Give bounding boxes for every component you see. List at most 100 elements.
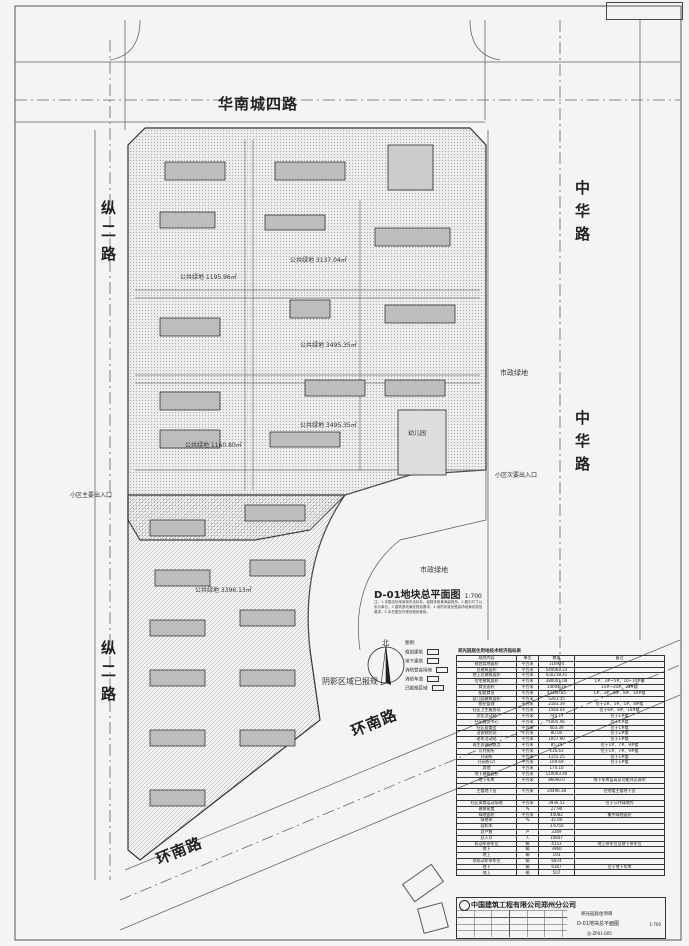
table-cell — [574, 660, 665, 668]
legend-item: 规划建筑 — [405, 648, 448, 658]
entrance-label: 小区主要出入口 — [70, 492, 113, 499]
table-title: 郑光园居住用地技术经济指标表 — [458, 649, 521, 654]
table-cell — [574, 805, 665, 813]
shaded-area-note: 阴影区域已报规 — [322, 677, 378, 686]
table-cell — [574, 852, 665, 859]
table-cell: 位于6#、8#、10#楼 — [574, 707, 665, 714]
table-cell: 地下车库层高及功能详见说明 — [574, 776, 665, 784]
road-label-west-lower: 纵二路 — [99, 640, 117, 709]
kindergarten-building — [397, 409, 447, 476]
table-cell: 辆 — [516, 869, 539, 877]
residential-building — [149, 669, 206, 687]
plan-notes: 注：1.本图坐标采用城市坐标系，高程采用黄海高程系。2.图中尺寸以米为单位。3.… — [374, 600, 483, 614]
legend-swatch-icon — [427, 657, 439, 664]
residential-building — [384, 304, 456, 324]
residential-building — [149, 789, 206, 807]
signature-grid — [457, 910, 567, 937]
table-cell — [574, 794, 665, 801]
table-cell — [574, 857, 665, 865]
legend-swatch-icon — [436, 666, 448, 673]
drawing-number: 总-ZP01-005 — [587, 931, 612, 936]
legend-item: 消防登高场地 — [405, 666, 448, 676]
buildings — [149, 161, 456, 807]
residential-building — [239, 729, 296, 747]
drawing-name: D-01地块总平面图 — [577, 921, 620, 927]
green-area-label: 公共绿地 3137.04㎡ — [290, 257, 347, 264]
legend-item: 地下建筑 — [405, 657, 448, 667]
table-cell — [574, 817, 665, 825]
legend: 图例: 规划建筑地下建筑消防登高场地消防车道已报规区域 — [405, 640, 448, 694]
road-label-east-lower: 中华路 — [573, 410, 591, 479]
north-arrow-icon — [367, 644, 405, 686]
legend-item-label: 规划建筑 — [405, 650, 423, 656]
road-label-north: 华南城四路 — [218, 95, 299, 113]
table-cell — [574, 666, 665, 674]
table-cell: 位于1#楼 — [574, 718, 665, 726]
residential-building — [149, 619, 206, 637]
table-cell: 15#~20#、24#楼 — [574, 684, 665, 691]
table-cell: 位于1#楼 — [574, 753, 665, 761]
green-area-label: 公共绿地 3495.35㎡ — [300, 342, 357, 349]
road-label-east-upper: 中华路 — [573, 180, 591, 249]
residential-building — [239, 669, 296, 687]
municipal-green-label: 市政绿地 — [420, 566, 448, 574]
residential-building — [249, 559, 306, 577]
title-block: 中国建筑工程有限公司郑州分公司 郑光园居住项目 D-01地块总平面图 总-ZP0… — [456, 897, 666, 939]
table-cell — [574, 828, 665, 836]
legend-item-label: 消防车道 — [405, 677, 423, 683]
table-cell: 位于1#楼 — [574, 724, 665, 732]
table-cell: 集中绿地面积 — [574, 811, 665, 819]
project-name: 郑光园居住项目 — [581, 912, 613, 917]
table-cell: 位于地下车库 — [574, 863, 665, 871]
north-label: 北 — [382, 639, 389, 647]
table-cell: 位于1#、7#、9#楼 — [574, 741, 665, 749]
residential-building — [244, 504, 306, 522]
residential-building — [269, 431, 341, 448]
kindergarten-label: 幼儿园 — [408, 430, 427, 437]
legend-title: 图例: — [405, 641, 416, 646]
table-cell: 位于1#、7#、9#楼 — [574, 747, 665, 755]
legend-item-label: 地下建筑 — [405, 659, 423, 665]
commercial-building — [387, 144, 434, 191]
residential-building — [274, 161, 346, 181]
residential-building — [289, 299, 331, 319]
residential-building — [374, 227, 451, 247]
legend-swatch-icon — [427, 675, 439, 682]
table-cell — [574, 869, 665, 877]
sheet-border — [14, 5, 682, 941]
residential-building — [149, 519, 206, 537]
table-row: 绿地率%35.00 — [456, 817, 665, 825]
green-area-label: 公共绿地 1195.96㎡ — [180, 274, 237, 281]
legend-item-label: 消防登高场地 — [405, 668, 432, 674]
table-cell — [574, 765, 665, 772]
residential-building — [159, 391, 221, 411]
residential-building — [159, 317, 221, 337]
table-cell: 位于1#楼 — [574, 730, 665, 738]
